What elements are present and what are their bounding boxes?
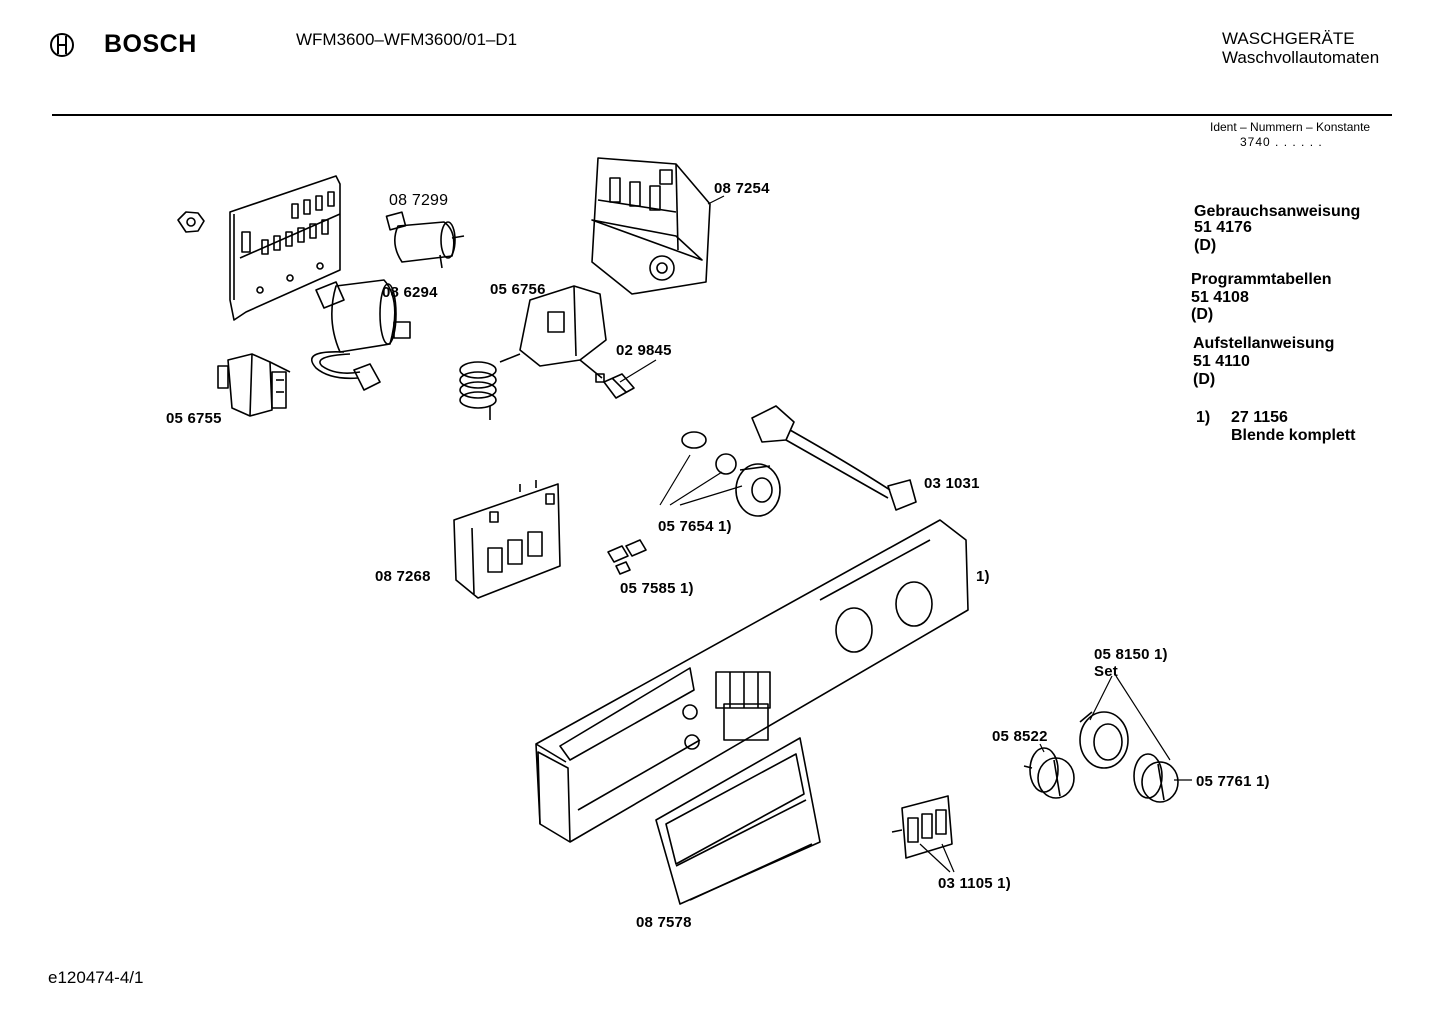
knob-ring-drawing: [1079, 711, 1129, 769]
door-flap-drawing: [655, 737, 821, 905]
document-title: Gebrauchsanweisung: [1194, 203, 1361, 220]
knob-right-drawing: [1133, 753, 1179, 803]
timer-module-drawing: [591, 157, 711, 295]
document-number: 51 4108: [1191, 289, 1249, 306]
part-label: 1): [976, 568, 990, 585]
clip-drawing: [603, 373, 635, 399]
document-number: 51 4110: [1193, 353, 1250, 370]
part-label: 05 6756: [490, 281, 546, 298]
drawing-code: e120474-4/1: [48, 968, 144, 987]
control-panel-drawing: [535, 519, 969, 843]
relay-drawing: [217, 353, 291, 417]
part-label: 08 6294: [382, 284, 438, 301]
footnote-number: 27 1156: [1231, 409, 1288, 426]
part-label: 05 7654 1): [658, 518, 732, 535]
part-label: 03 1105 1): [938, 875, 1011, 892]
part-label: Set: [1094, 663, 1118, 680]
capacitor-small-drawing: [385, 211, 465, 269]
document-number: 51 4176: [1194, 219, 1252, 236]
nut-drawing: [177, 211, 205, 233]
part-label: 02 9845: [616, 342, 672, 359]
clips-drawing: [607, 539, 647, 575]
bosch-logo-icon: [50, 33, 74, 57]
pressure-switch-drawing: [459, 285, 607, 420]
footnote-text: Blende komplett: [1231, 427, 1356, 444]
ident-label: Ident – Nummern – Konstante: [1210, 120, 1371, 134]
part-label: 08 7268: [375, 568, 431, 585]
category-subtitle: Waschvollautomaten: [1222, 48, 1380, 67]
part-label: 05 7585 1): [620, 580, 694, 597]
document-lang: (D): [1194, 237, 1217, 254]
selector-switch-drawing: [681, 431, 781, 517]
category-title: WASCHGERÄTE: [1222, 29, 1355, 48]
part-label: 05 7761 1): [1196, 773, 1270, 790]
document-lang: (D): [1193, 371, 1216, 388]
capacitor-large-drawing: [310, 279, 411, 391]
model-number: WFM3600–WFM3600/01–D1: [296, 30, 518, 49]
document-title: Aufstellanweisung: [1193, 335, 1335, 352]
leader-lines: [619, 195, 1192, 873]
part-label: 05 8150 1): [1094, 646, 1168, 663]
brand-name: BOSCH: [104, 30, 197, 58]
cable-harness-drawing: [751, 405, 917, 511]
part-label: 08 7578: [636, 914, 692, 931]
footnote-marker: 1): [1196, 409, 1211, 426]
ident-value: 3740 . . . . . .: [1240, 135, 1323, 149]
part-label: 03 1031: [924, 475, 980, 492]
part-label: 08 7299: [389, 192, 449, 209]
push-buttons-drawing: [891, 795, 953, 859]
header-rule: [52, 114, 1392, 116]
document-lang: (D): [1191, 306, 1214, 323]
part-label: 05 8522: [992, 728, 1048, 745]
knob-left-drawing: [1023, 747, 1075, 799]
mounting-plate-drawing: [229, 175, 341, 321]
part-label: 08 7254: [714, 180, 770, 197]
control-board-drawing: [453, 480, 561, 599]
part-label: 05 6755: [166, 410, 222, 427]
document-title: Programmtabellen: [1191, 271, 1332, 288]
